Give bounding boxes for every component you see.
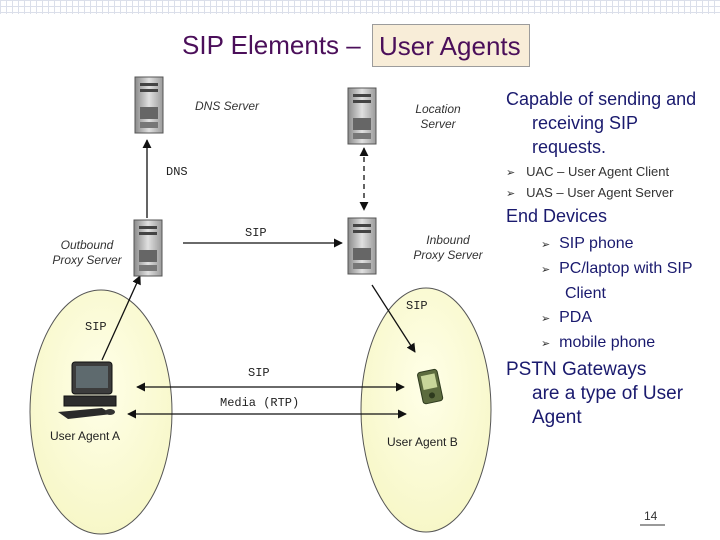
capable-line3: requests. xyxy=(532,137,607,157)
sip-left-label: SIP xyxy=(85,320,107,334)
pda-icon xyxy=(417,368,444,405)
capable-text: Capable of sending and receiving SIP req… xyxy=(506,87,718,159)
ua-type-item: ➢ UAS – User Agent Server xyxy=(506,183,718,204)
device-item: ➢ PDA xyxy=(541,306,719,331)
outbound-proxy-label-line2: Proxy Server xyxy=(52,253,122,267)
user-agent-b-label: User Agent B xyxy=(387,435,458,449)
device-item-label: PC/laptop with SIP xyxy=(559,260,693,277)
capable-line2: receiving SIP xyxy=(532,113,639,133)
device-item-label: SIP phone xyxy=(559,235,634,252)
sip-right-label: SIP xyxy=(406,299,428,313)
sip-mid-label: SIP xyxy=(248,366,270,380)
device-list: ➢ SIP phone ➢ PC/laptop with SIP Client … xyxy=(541,232,719,356)
ua-type-item-label: UAS – User Agent Server xyxy=(526,185,674,200)
media-rtp-label: Media (RTP) xyxy=(220,396,300,410)
header-grid-pattern xyxy=(0,0,720,14)
outbound-proxy-label: Outbound Proxy Server xyxy=(40,238,134,268)
sip-link-right xyxy=(371,284,416,353)
arrow-bullet-icon: ➢ xyxy=(541,312,551,325)
location-server-label-line1: Location xyxy=(415,102,461,116)
sip-top-label: SIP xyxy=(245,226,267,240)
pstn-line1: PSTN Gateways xyxy=(506,359,647,380)
device-item: ➢ PC/laptop with SIP xyxy=(541,257,719,282)
inbound-proxy-label: Inbound Proxy Server xyxy=(400,233,496,263)
inbound-proxy-label-line1: Inbound xyxy=(426,233,470,247)
location-server-label-line2: Server xyxy=(420,117,456,131)
ua-type-item-label: UAC – User Agent Client xyxy=(526,164,670,179)
device-item: ➢ SIP phone xyxy=(541,232,719,257)
user-agent-b-zone xyxy=(360,287,492,533)
dns-server-label: DNS Server xyxy=(194,99,259,113)
dns-link-label: DNS xyxy=(166,165,188,179)
ua-type-item: ➢ UAC – User Agent Client xyxy=(506,162,718,183)
sip-link-left xyxy=(101,275,141,361)
inbound-proxy-label-line2: Proxy Server xyxy=(413,248,483,262)
device-item-label: PDA xyxy=(559,309,593,326)
arrow-bullet-icon: ➢ xyxy=(506,187,516,200)
pstn-line3: Agent xyxy=(532,407,582,428)
arrow-bullet-icon: ➢ xyxy=(541,238,551,251)
end-devices-heading: End Devices xyxy=(506,206,608,226)
title-part2-highlight: User Agents xyxy=(372,24,530,67)
ua-type-list: ➢ UAC – User Agent Client ➢ UAS – User A… xyxy=(506,162,718,204)
title-part1: SIP Elements – xyxy=(182,30,361,60)
inbound-proxy-server-icon xyxy=(347,217,377,275)
dns-server-icon xyxy=(134,76,164,134)
location-server-icon xyxy=(347,87,377,145)
arrow-bullet-icon: ➢ xyxy=(541,337,551,350)
location-server-label: Location Server xyxy=(396,102,480,132)
desktop-computer-icon xyxy=(58,361,117,419)
outbound-proxy-label-line1: Outbound xyxy=(60,238,114,252)
pstn-line2: are a type of User xyxy=(532,383,684,404)
arrow-bullet-icon: ➢ xyxy=(506,166,516,179)
device-item: ➢ mobile phone xyxy=(541,331,719,356)
pstn-text: PSTN Gateways are a type of User Agent xyxy=(506,358,718,430)
device-item-continued: Client xyxy=(565,285,606,302)
outbound-proxy-server-icon xyxy=(133,219,163,277)
arrow-bullet-icon: ➢ xyxy=(541,263,551,276)
device-item-label: mobile phone xyxy=(559,334,656,351)
user-agent-a-label: User Agent A xyxy=(50,429,121,443)
capable-line1: Capable of sending and xyxy=(506,89,697,109)
page-number: 14 xyxy=(644,509,658,523)
